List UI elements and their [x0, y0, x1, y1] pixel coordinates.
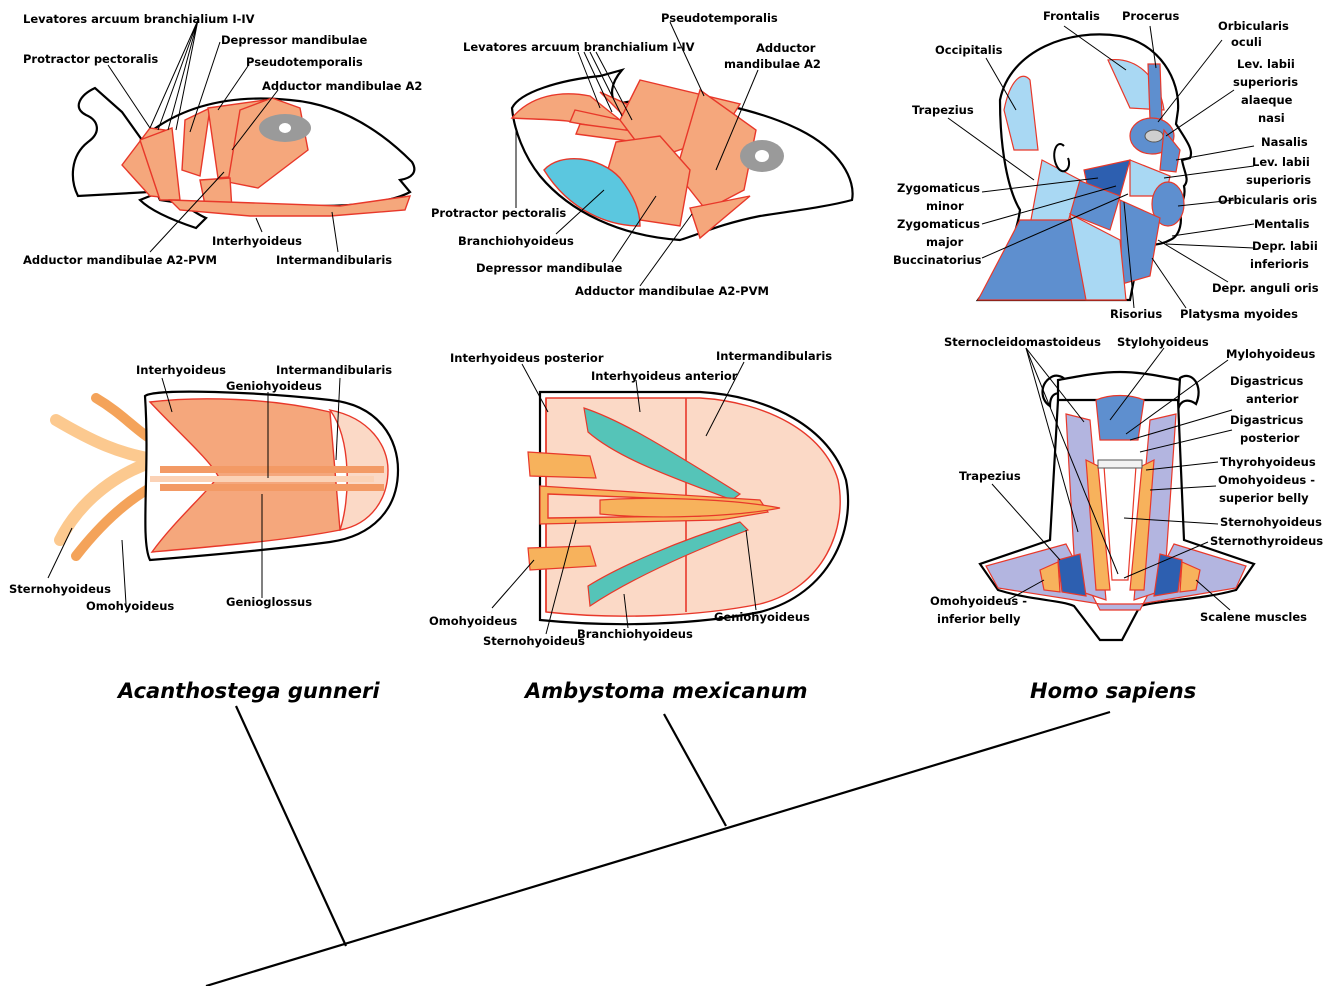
- homo-head-drawing: [978, 34, 1191, 300]
- label-interhyoideus-anterior: Interhyoideus anterior: [591, 369, 738, 383]
- label-platysma-myoides: Platysma myoides: [1180, 307, 1298, 321]
- label-nasalis: Nasalis: [1261, 135, 1308, 149]
- label-depr-anguli-oris: Depr. anguli oris: [1212, 281, 1319, 295]
- label-levatores-arcuum: Levatores arcuum branchialium I-IV: [463, 40, 695, 54]
- species-ambystoma: Ambystoma mexicanum: [523, 679, 807, 703]
- species-acanthostega: Acanthostega gunneri: [116, 679, 380, 703]
- label-adductor-mandibulae-a2: Adductor mandibulae A2: [262, 79, 422, 93]
- label-sternothyroideus: Sternothyroideus: [1210, 534, 1323, 548]
- label-omohyoideus-superior-line1: Omohyoideus -: [1218, 473, 1315, 487]
- label-adductor-a2-pvm: Adductor mandibulae A2-PVM: [575, 284, 769, 298]
- label-interhyoideus: Interhyoideus: [136, 363, 226, 377]
- label-lev-sup-alaeque-line1: Lev. labii: [1237, 57, 1295, 71]
- label-zygomaticus-major-line1: Zygomaticus: [897, 217, 980, 231]
- label-interhyoideus: Interhyoideus: [212, 234, 302, 248]
- label-sternohyoideus: Sternohyoideus: [483, 634, 585, 648]
- label-occipitalis: Occipitalis: [935, 43, 1003, 57]
- label-mentalis: Mentalis: [1254, 217, 1310, 231]
- label-digastricus-posterior-line1: Digastricus: [1230, 413, 1303, 427]
- label-trapezius-neck: Trapezius: [959, 469, 1021, 483]
- label-lev-sup-alaeque-line3: alaeque: [1241, 93, 1293, 107]
- label-omohyoideus-superior-line2: superior belly: [1219, 491, 1309, 505]
- label-zygomaticus-minor-line2: minor: [926, 199, 964, 213]
- label-risorius: Risorius: [1110, 307, 1162, 321]
- label-lev-sup-alaeque-line4: nasi: [1258, 111, 1285, 125]
- label-frontalis: Frontalis: [1043, 9, 1100, 23]
- label-digastricus-anterior-line1: Digastricus: [1230, 374, 1303, 388]
- acanthostega-ventral-drawing: [56, 392, 398, 560]
- label-geniohyoideus: Geniohyoideus: [226, 379, 322, 393]
- species-homo: Homo sapiens: [1030, 679, 1196, 703]
- label-procerus: Procerus: [1122, 9, 1179, 23]
- label-scalene-muscles: Scalene muscles: [1200, 610, 1307, 624]
- label-pseudotemporalis: Pseudotemporalis: [661, 11, 778, 25]
- label-adductor-mandibulae-a2-pvm: Adductor mandibulae A2-PVM: [23, 253, 217, 267]
- label-sternocleidomastoideus: Sternocleidomastoideus: [944, 335, 1101, 349]
- label-pseudotemporalis: Pseudotemporalis: [246, 55, 363, 69]
- acanthostega-lateral-drawing: [73, 88, 414, 228]
- label-buccinatorius: Buccinatorius: [893, 253, 982, 267]
- label-adductor-a2-line1: Adductor: [756, 41, 816, 55]
- label-branchiohyoideus: Branchiohyoideus: [577, 627, 693, 641]
- label-depressor-mandibulae: Depressor mandibulae: [476, 261, 623, 275]
- label-trapezius-head: Trapezius: [912, 103, 974, 117]
- label-digastricus-anterior-line2: anterior: [1246, 392, 1299, 406]
- label-depr-labii-line2: inferioris: [1250, 257, 1309, 271]
- label-branchiohyoideus: Branchiohyoideus: [458, 234, 574, 248]
- phylogenetic-tree: [206, 706, 1110, 986]
- label-lev-sup-alaeque-line2: superioris: [1233, 75, 1298, 89]
- label-intermandibularis: Intermandibularis: [276, 363, 392, 377]
- tree-trunk: [206, 712, 1110, 986]
- label-omohyoideus-inferior-line2: inferior belly: [937, 612, 1021, 626]
- label-orbicularis-oculi-line2: oculi: [1231, 35, 1262, 49]
- label-intermandibularis: Intermandibularis: [276, 253, 392, 267]
- label-zygomaticus-minor-line1: Zygomaticus: [897, 181, 980, 195]
- label-omohyoideus-inferior-line1: Omohyoideus -: [930, 594, 1027, 608]
- ambystoma-ventral-drawing: [528, 392, 848, 624]
- label-stylohyoideus: Stylohyoideus: [1117, 335, 1209, 349]
- label-zygomaticus-major-line2: major: [926, 235, 964, 249]
- label-omohyoideus: Omohyoideus: [429, 614, 517, 628]
- label-depressor-mandibulae: Depressor mandibulae: [221, 33, 368, 47]
- label-interhyoideus-posterior: Interhyoideus posterior: [450, 351, 604, 365]
- label-protractor-pectoralis: Protractor pectoralis: [431, 206, 566, 220]
- tree-branch-acanthostega: [236, 706, 346, 946]
- label-levatores-arcuum: Levatores arcuum branchialium I-IV: [23, 12, 255, 26]
- label-sternohyoideus: Sternohyoideus: [1220, 515, 1322, 529]
- label-digastricus-posterior-line2: posterior: [1240, 431, 1300, 445]
- label-lev-sup-line2: superioris: [1246, 173, 1311, 187]
- label-adductor-a2-line2: mandibulae A2: [724, 57, 821, 71]
- label-intermandibularis: Intermandibularis: [716, 349, 832, 363]
- tree-branch-ambystoma: [664, 714, 726, 826]
- label-depr-labii-line1: Depr. labii: [1252, 239, 1318, 253]
- label-orbicularis-oris: Orbicularis oris: [1218, 193, 1317, 207]
- label-mylohyoideus: Mylohyoideus: [1226, 347, 1316, 361]
- label-thyrohyoideus: Thyrohyoideus: [1220, 455, 1316, 469]
- label-genioglossus: Genioglossus: [226, 595, 312, 609]
- label-geniohyoideus: Geniohyoideus: [714, 610, 810, 624]
- label-omohyoideus: Omohyoideus: [86, 599, 174, 613]
- label-protractor-pectoralis: Protractor pectoralis: [23, 52, 158, 66]
- label-lev-sup-line1: Lev. labii: [1252, 155, 1310, 169]
- label-sternohyoideus: Sternohyoideus: [9, 582, 111, 596]
- label-orbicularis-oculi-line1: Orbicularis: [1218, 19, 1289, 33]
